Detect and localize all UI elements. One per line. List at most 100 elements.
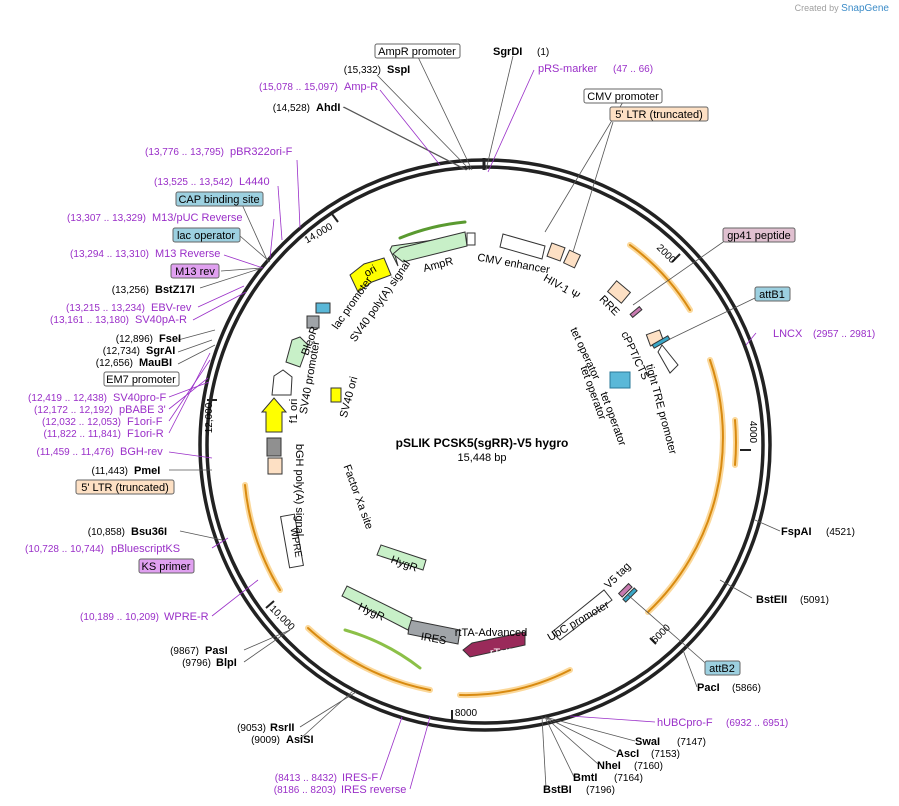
enzyme-bsteii[interactable]: BstEII(5091)	[756, 594, 829, 606]
enzyme-pmei[interactable]: (11,443)PmeI	[91, 465, 160, 477]
primer-f1ori-r[interactable]: (11,822 .. 11,841)F1ori-R	[44, 428, 164, 440]
primer-pbluescriptks[interactable]: (10,728 .. 10,744)pBluescriptKS	[25, 543, 180, 555]
attb1-feature	[651, 335, 671, 349]
svg-text:gp41 peptide: gp41 peptide	[727, 230, 791, 242]
enzyme-pasi[interactable]: (9867)PasI	[170, 645, 228, 657]
svg-text:(2957 .. 2981): (2957 .. 2981)	[813, 329, 875, 340]
attb2-feature	[622, 587, 638, 603]
svg-text:Amp-R: Amp-R	[344, 81, 378, 93]
primer-pbr322ori-f[interactable]: (13,776 .. 13,795) pBR322ori-F	[145, 146, 293, 158]
label-ampr-promoter[interactable]: AmpR promoter	[374, 43, 461, 59]
svg-text:SspI: SspI	[387, 64, 410, 76]
svg-text:(7153): (7153)	[651, 749, 680, 760]
label-ks-primer[interactable]: KS primer	[138, 558, 195, 574]
svg-text:BstEII: BstEII	[756, 594, 787, 606]
primer-f1ori-f[interactable]: (12,032 .. 12,053)F1ori-F	[42, 416, 163, 428]
primer-ebv-rev[interactable]: (13,215 .. 13,234)EBV-rev	[66, 302, 192, 314]
svg-text:SgrDI: SgrDI	[493, 46, 522, 58]
bleor-feature	[285, 336, 309, 368]
primer-m13-puc-reverse[interactable]: (13,307 .. 13,329)M13/pUC Reverse	[67, 212, 242, 224]
label-gp41-peptide[interactable]: gp41 peptide	[722, 227, 796, 243]
label-attb1[interactable]: attB1	[754, 286, 791, 302]
primer-lncx[interactable]: LNCX(2957 .. 2981)	[773, 328, 875, 340]
svg-text:AscI: AscI	[616, 748, 639, 760]
primer-hubcpro-f[interactable]: hUBCpro-F(6932 .. 6951)	[657, 717, 788, 729]
svg-text:(15,332): (15,332)	[344, 65, 381, 76]
label-5ltr-truncated-left[interactable]: 5' LTR (truncated)	[75, 479, 175, 495]
enzyme-sgrdi[interactable]: SgrDI (1)	[493, 46, 549, 58]
svg-text:2000: 2000	[654, 242, 678, 266]
svg-text:8000: 8000	[455, 708, 478, 719]
label-m13-rev[interactable]: M13 rev	[170, 263, 220, 279]
svg-text:SgrAI: SgrAI	[146, 345, 175, 357]
primer-l4440[interactable]: (13,525 .. 13,542)L4440	[154, 176, 270, 188]
ori-feature	[349, 257, 392, 293]
svg-text:(1): (1)	[537, 47, 549, 58]
enzyme-paci[interactable]: PacI(5866)	[697, 682, 761, 694]
primer-bgh-rev[interactable]: (11,459 .. 11,476)BGH-rev	[37, 446, 164, 458]
primer-ires-f[interactable]: (8413 .. 8432)IRES-F	[275, 772, 379, 784]
svg-text:4000: 4000	[747, 421, 758, 444]
svg-text:(5866): (5866)	[732, 683, 761, 694]
enzyme-fsei[interactable]: (12,896)FseI	[116, 333, 181, 345]
primer-m13-reverse[interactable]: (13,294 .. 13,310)M13 Reverse	[70, 248, 220, 260]
svg-text:SV40pA-R: SV40pA-R	[135, 314, 187, 326]
svg-text:KS primer: KS primer	[142, 561, 191, 573]
svg-text:(12,896): (12,896)	[116, 334, 153, 345]
svg-text:hUBCpro-F: hUBCpro-F	[657, 717, 713, 729]
label-attb2[interactable]: attB2	[704, 660, 741, 676]
svg-text:NheI: NheI	[597, 760, 621, 772]
callout-lines	[169, 55, 781, 789]
enzyme-bmti[interactable]: BmtI(7164)	[573, 772, 643, 784]
enzyme-bstbi[interactable]: BstBI(7196)	[543, 784, 615, 796]
label-lac-operator[interactable]: lac operator	[172, 227, 241, 243]
primer-sv40pro-f[interactable]: (12,419 .. 12,438)SV40pro-F	[28, 392, 166, 404]
tick-4000: 4000	[740, 421, 758, 451]
svg-text:pBluescriptKS: pBluescriptKS	[111, 543, 180, 555]
primer-pbabe3[interactable]: (12,172 .. 12,192)pBABE 3'	[34, 404, 166, 416]
enzyme-nhei[interactable]: NheI(7160)	[597, 760, 663, 772]
svg-text:(7147): (7147)	[677, 737, 706, 748]
enzyme-blpi[interactable]: (9796)BlpI	[182, 657, 237, 669]
label-em7-promoter[interactable]: EM7 promoter	[103, 371, 180, 387]
enzyme-bsu36i[interactable]: (10,858)Bsu36I	[88, 526, 167, 538]
svg-text:M13/pUC Reverse: M13/pUC Reverse	[152, 212, 242, 224]
primer-prs-marker[interactable]: pRS-marker(47 .. 66)	[538, 63, 653, 75]
v5-tag-feature	[617, 582, 633, 598]
primer-sv40pa-r[interactable]: (13,161 .. 13,180) SV40pA-R	[50, 314, 187, 326]
enzyme-asisi[interactable]: (9009)AsiSI	[251, 734, 313, 746]
enzyme-rsrii[interactable]: (9053)RsrII	[237, 722, 294, 734]
enzyme-sspi[interactable]: (15,332) SspI	[344, 64, 410, 76]
primer-labels: pRS-marker(47 .. 66) LNCX(2957 .. 2981) …	[25, 63, 875, 796]
cmv-enhancer-feature	[499, 233, 546, 260]
svg-text:PasI: PasI	[205, 645, 228, 657]
feature-label: UbC promoter	[546, 599, 612, 644]
enzyme-swai[interactable]: SwaI(7147)	[635, 736, 706, 748]
svg-text:(13,776 .. 13,795): (13,776 .. 13,795)	[145, 147, 224, 158]
enzyme-sgrai[interactable]: (12,734)SgrAI	[103, 345, 176, 357]
svg-text:AmpR promoter: AmpR promoter	[378, 46, 456, 58]
svg-text:(9053): (9053)	[237, 723, 266, 734]
svg-text:SV40pro-F: SV40pro-F	[113, 392, 166, 404]
enzyme-asci[interactable]: AscI (7153)	[616, 748, 680, 760]
enzyme-maubi[interactable]: (12,656)MauBI	[96, 357, 172, 369]
label-cap-binding-site[interactable]: CAP binding site	[175, 191, 264, 207]
label-5ltr-truncated-top[interactable]: 5' LTR (truncated)	[609, 106, 709, 122]
enzyme-bstz17i[interactable]: (13,256)BstZ17I	[112, 284, 195, 296]
svg-text:BmtI: BmtI	[573, 772, 597, 784]
svg-text:(13,215 .. 13,234): (13,215 .. 13,234)	[66, 303, 145, 314]
label-cmv-promoter[interactable]: CMV promoter	[583, 88, 663, 104]
enzyme-fspai[interactable]: FspAI(4521)	[781, 526, 855, 538]
svg-text:pBR322ori-F: pBR322ori-F	[230, 146, 293, 158]
primer-amp-r[interactable]: (15,078 .. 15,097)Amp-R	[259, 81, 378, 93]
svg-text:(14,528): (14,528)	[273, 103, 310, 114]
primer-ires-reverse[interactable]: (8186 .. 8203)IRES reverse	[274, 784, 407, 796]
enzyme-ahdi[interactable]: (14,528)AhdI	[273, 102, 341, 114]
tick-10000: 10,000	[265, 600, 297, 633]
svg-text:CMV promoter: CMV promoter	[587, 91, 659, 103]
feature-label: bGH poly(A) signal	[293, 444, 305, 536]
primer-wpre-r[interactable]: (10,189 .. 10,209)WPRE-R	[80, 611, 209, 623]
svg-text:WPRE-R: WPRE-R	[164, 611, 209, 623]
svg-text:(13,161 .. 13,180): (13,161 .. 13,180)	[50, 315, 129, 326]
f1-ori-box	[266, 437, 282, 457]
